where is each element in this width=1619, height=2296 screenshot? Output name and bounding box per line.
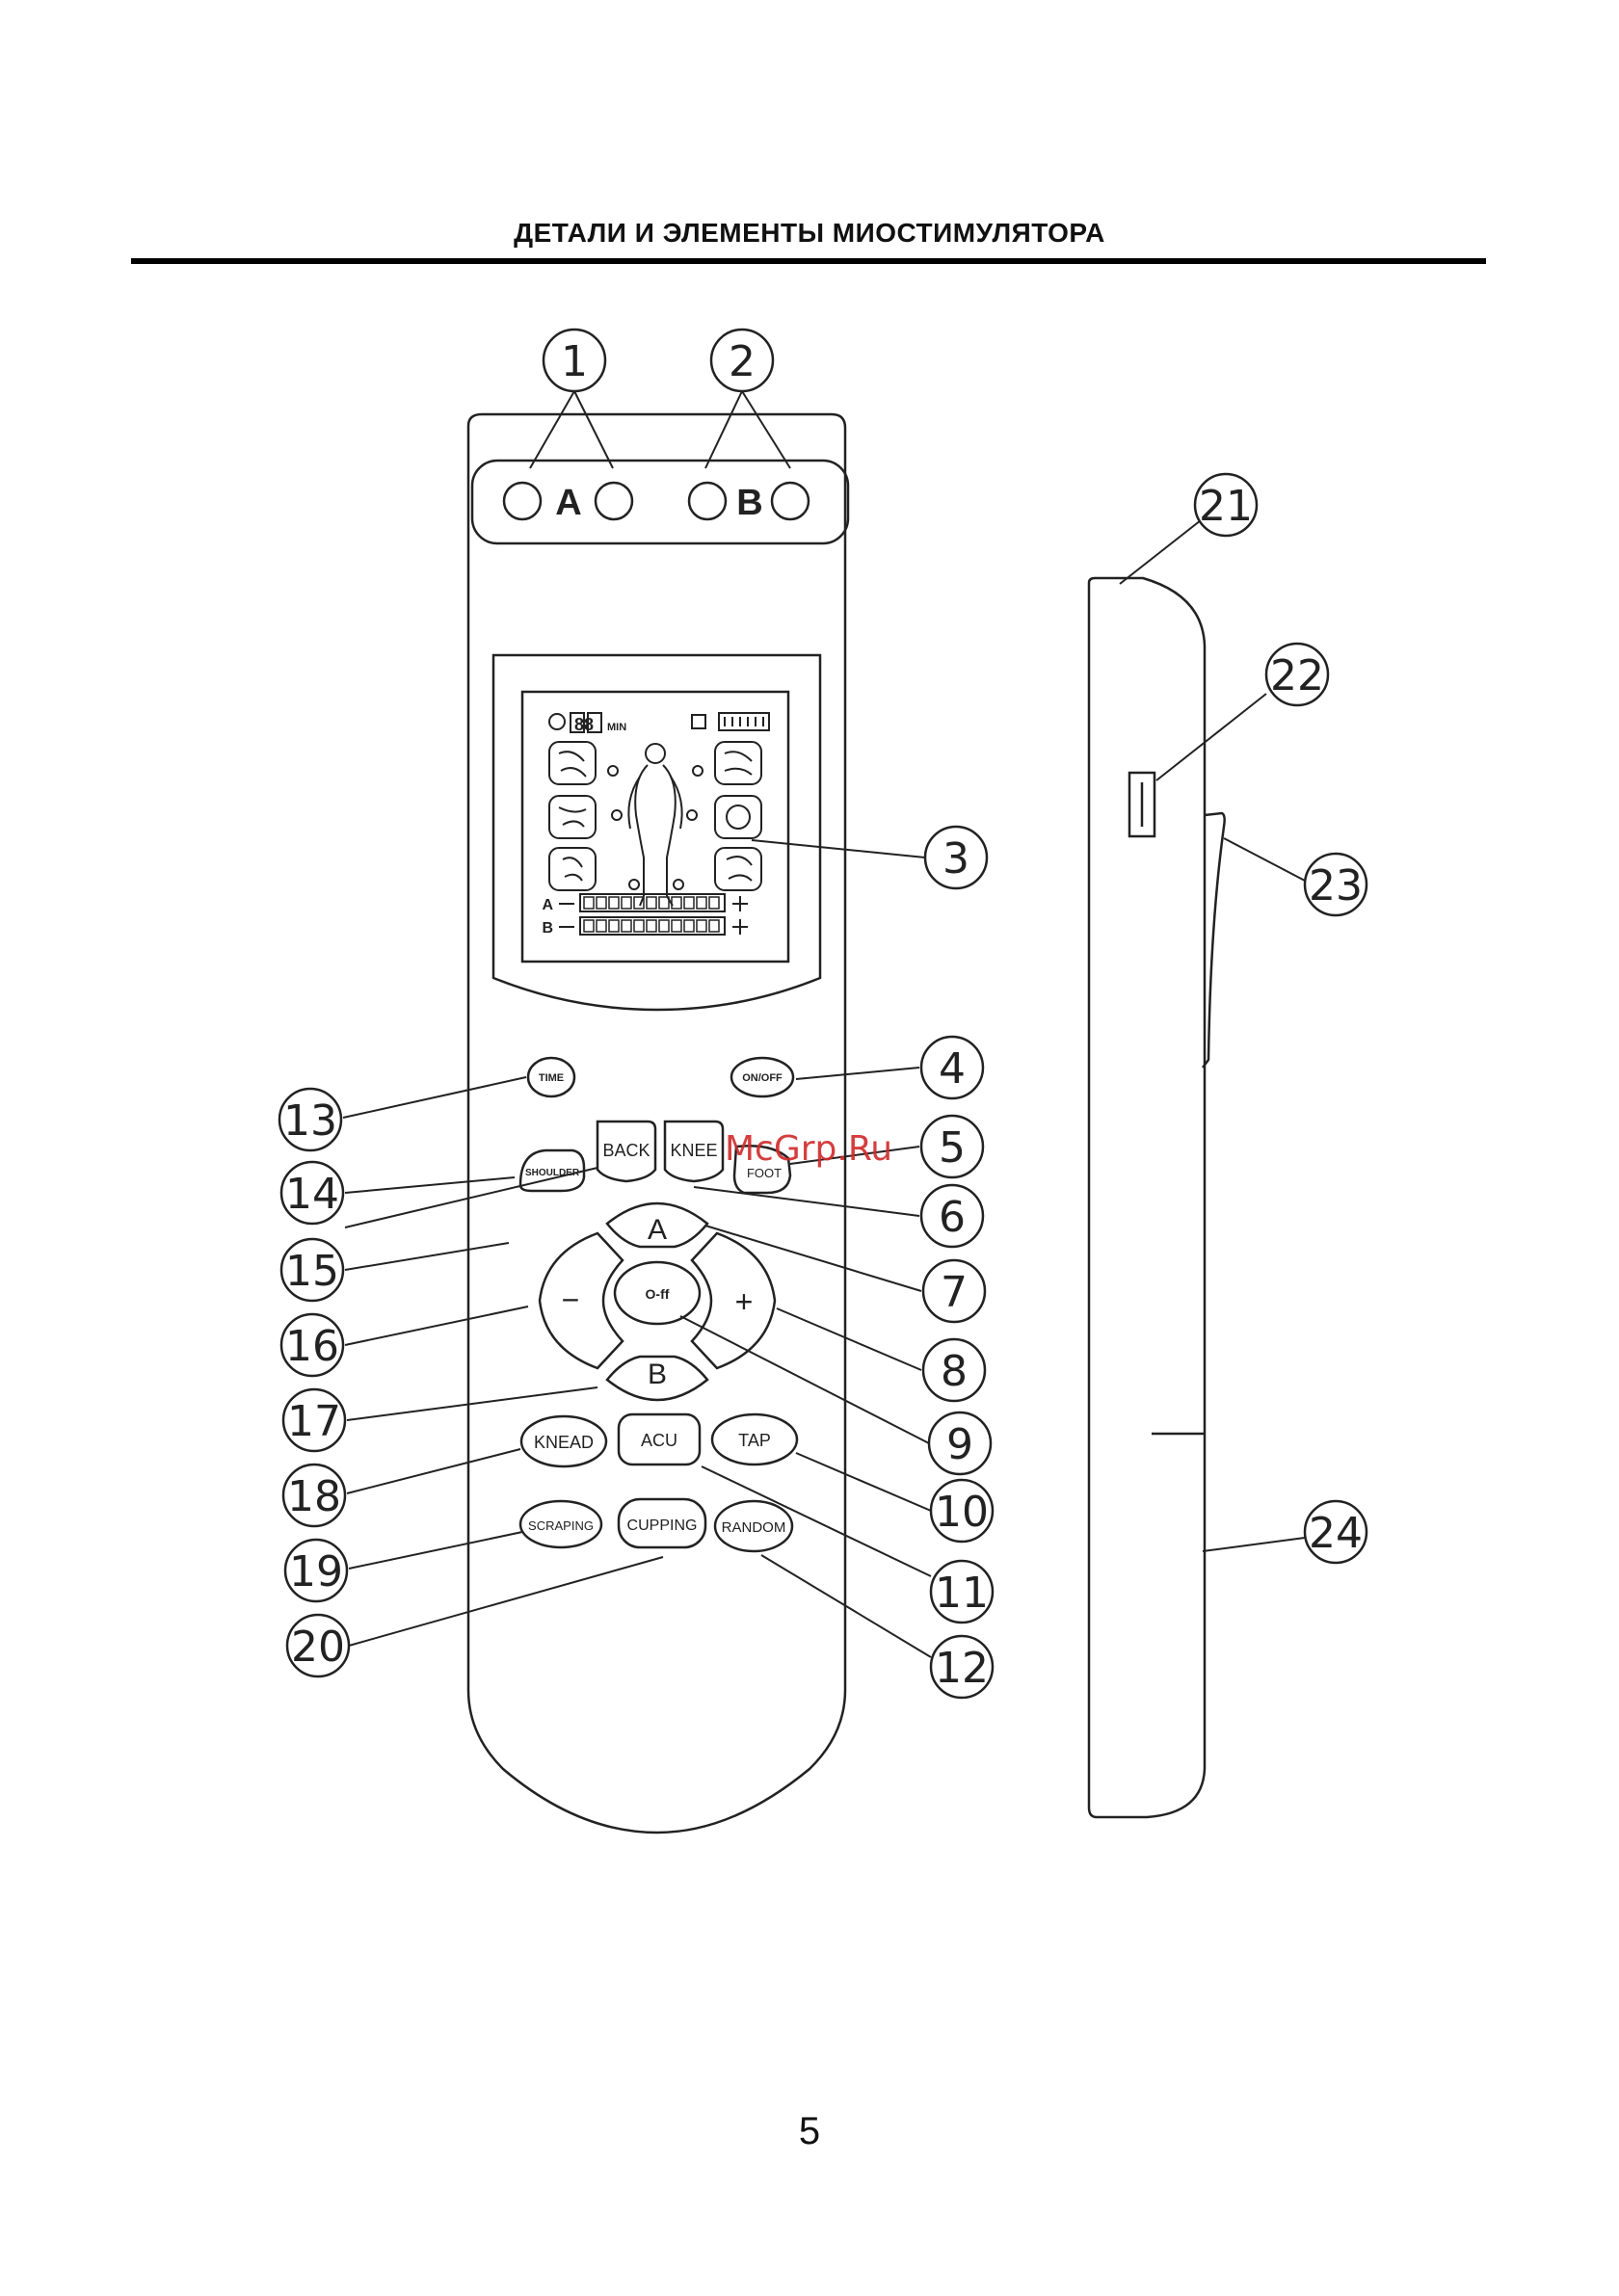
callout-19: 19 xyxy=(289,1547,343,1597)
callout-15: 15 xyxy=(285,1247,339,1296)
callout-8: 8 xyxy=(941,1347,968,1396)
lcd-mode-icon-5 xyxy=(715,796,761,838)
callout-4: 4 xyxy=(939,1044,966,1094)
lcd-content xyxy=(549,713,769,935)
random-button-label: RANDOM xyxy=(722,1519,786,1536)
display-bezel xyxy=(493,655,820,1010)
lcd-channel-b-label: B xyxy=(542,920,553,937)
callout-17: 17 xyxy=(287,1397,341,1446)
callout-16: 16 xyxy=(285,1322,339,1371)
acu-button-label: ACU xyxy=(641,1431,677,1450)
callout-1: 1 xyxy=(561,337,588,386)
time-button-label: TIME xyxy=(539,1072,564,1084)
callout-10: 10 xyxy=(935,1488,989,1537)
timer-icon xyxy=(549,714,565,729)
callout-22: 22 xyxy=(1270,651,1324,700)
callout-24: 24 xyxy=(1309,1509,1363,1558)
back-button-label: BACK xyxy=(602,1141,650,1160)
connector-label-a: A xyxy=(555,483,581,523)
tap-button-label: TAP xyxy=(738,1431,771,1450)
minus-button[interactable] xyxy=(540,1233,623,1368)
lcd-mode-icon-3 xyxy=(549,848,596,890)
callout-18: 18 xyxy=(287,1472,341,1521)
callout-12: 12 xyxy=(935,1644,989,1693)
lcd-timer-digits: 88 xyxy=(574,715,594,734)
a-button-label: A xyxy=(648,1214,667,1246)
scraping-button-label: SCRAPING xyxy=(528,1518,594,1533)
callout-3: 3 xyxy=(942,834,969,884)
jack-b1 xyxy=(689,483,726,519)
callout-23: 23 xyxy=(1309,861,1363,910)
knee-button-label: KNEE xyxy=(670,1141,717,1160)
lock-button-label: O-ff xyxy=(646,1286,670,1302)
on-off-button-label: ON/OFF xyxy=(742,1072,783,1084)
callout-6: 6 xyxy=(939,1193,966,1242)
page-number: 5 xyxy=(0,2110,1619,2153)
callout-5: 5 xyxy=(939,1123,966,1173)
callout-leaders xyxy=(343,391,1305,1657)
lcd-timer-unit: MIN xyxy=(607,722,626,733)
jack-a2 xyxy=(596,483,632,519)
callout-21: 21 xyxy=(1199,482,1253,531)
callout-20: 20 xyxy=(291,1623,345,1672)
watermark: McGrp.Ru xyxy=(725,1129,892,1169)
side-body xyxy=(1089,578,1205,1817)
callout-9: 9 xyxy=(946,1420,973,1469)
knead-button-label: KNEAD xyxy=(534,1433,594,1452)
lcd-mode-icon-4 xyxy=(715,742,761,784)
body-figure-icon xyxy=(608,744,703,906)
callout-14: 14 xyxy=(285,1170,339,1219)
lock-icon xyxy=(692,715,705,728)
battery-icon xyxy=(719,713,769,730)
minus-button-label: − xyxy=(562,1282,580,1317)
connector-label-b: B xyxy=(736,483,762,523)
callout-2: 2 xyxy=(729,337,756,386)
callout-11: 11 xyxy=(935,1569,989,1618)
cupping-button-label: CUPPING xyxy=(627,1517,698,1534)
callout-7: 7 xyxy=(941,1268,968,1317)
lcd-mode-icon-2 xyxy=(549,796,596,838)
side-view xyxy=(1089,578,1225,1817)
belt-clip xyxy=(1203,813,1225,1068)
lcd-mode-icon-6 xyxy=(715,848,761,890)
plus-button[interactable] xyxy=(692,1233,775,1368)
remote-body-front xyxy=(468,414,845,1833)
connector-strip-body xyxy=(472,461,848,543)
b-button-label: B xyxy=(648,1359,667,1390)
callout-13: 13 xyxy=(283,1096,337,1146)
jack-a1 xyxy=(504,483,541,519)
jack-b2 xyxy=(772,483,809,519)
connector-strip xyxy=(472,461,848,543)
lcd-screen xyxy=(522,692,788,962)
plus-button-label: + xyxy=(735,1284,754,1319)
lcd-mode-icon-1 xyxy=(549,742,596,784)
lcd-channel-a-label: A xyxy=(542,897,553,913)
